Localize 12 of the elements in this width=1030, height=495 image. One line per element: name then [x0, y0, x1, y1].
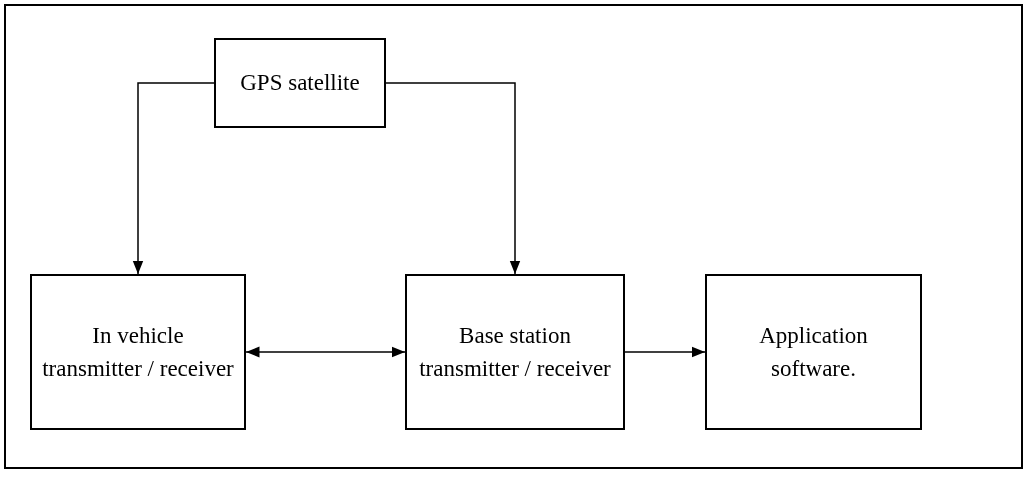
arrow: [385, 82, 521, 275]
box-label: Application software.: [758, 321, 869, 383]
arrow: [624, 346, 706, 358]
process-box: [405, 274, 625, 430]
arrow: [132, 82, 215, 275]
process-box: [705, 274, 922, 430]
process-box: [214, 38, 386, 128]
arrow: [245, 346, 406, 358]
box-label: Base station transmitter / receiver: [418, 321, 612, 383]
box-label: In vehicle transmitter / receiver: [41, 321, 235, 383]
process-box: [30, 274, 246, 430]
box-label: GPS satellite: [239, 69, 361, 98]
